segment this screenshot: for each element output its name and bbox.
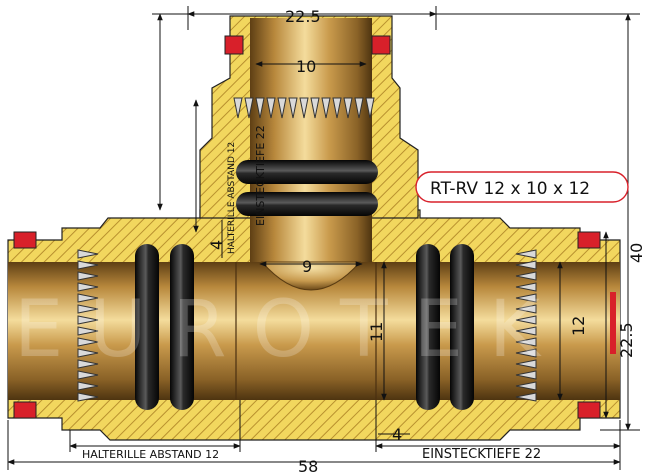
- dim-top-bore: 9: [302, 257, 312, 276]
- dim-height-total: 40: [627, 243, 646, 263]
- claw-tooth-right: [515, 304, 537, 314]
- seal-left-bottom: [13, 401, 37, 419]
- dimension-labels: 22.5 10 9 40 22.5 12 11 4 4 58 EINSTECKT…: [82, 7, 646, 475]
- claw-tooth-left: [77, 249, 99, 259]
- halterille-bottom-label: HALTERILLE ABSTAND 12: [82, 448, 219, 461]
- claw-tooth-left: [77, 348, 99, 358]
- dim-length-total: 58: [298, 457, 318, 475]
- claw-tooth-right: [515, 392, 537, 402]
- seal-right-top: [577, 231, 601, 249]
- o-ring-right-1: [416, 244, 440, 410]
- claw-tooth-top: [365, 97, 375, 119]
- o-ring-top-1: [236, 160, 378, 184]
- dim-top-inner: 10: [296, 57, 316, 76]
- einstecktiefe-top-label: EINSTECKTIEFE 22: [254, 125, 267, 226]
- seal-top-right: [371, 35, 391, 55]
- product-code-badge: RT-RV 12 x 10 x 12: [415, 171, 629, 203]
- bores: [8, 18, 620, 400]
- red-seals: [13, 35, 616, 419]
- claw-tooth-left: [77, 359, 99, 369]
- claw-tooth-left: [77, 326, 99, 336]
- claw-tooth-left: [77, 370, 99, 380]
- claw-tooth-right: [515, 249, 537, 259]
- claw-tooth-right: [515, 260, 537, 270]
- product-code: RT-RV 12 x 10 x 12: [430, 179, 590, 199]
- dim-main-bore: 11: [367, 322, 386, 342]
- seal-top-left: [224, 35, 244, 55]
- claw-tooth-top: [288, 97, 298, 119]
- claw-tooth-top: [266, 97, 276, 119]
- claw-tooth-left: [77, 381, 99, 391]
- claw-tooth-top: [299, 97, 309, 119]
- claw-tooth-right: [515, 326, 537, 336]
- claw-tooth-right: [515, 315, 537, 325]
- claw-tooth-top: [277, 97, 287, 119]
- o-ring-top-2: [236, 192, 378, 216]
- claw-tooth-right: [515, 282, 537, 292]
- dim-side-outer: 22.5: [617, 322, 636, 358]
- claw-tooth-left: [77, 337, 99, 347]
- claw-tooth-left: [77, 293, 99, 303]
- branch-bore: [250, 18, 372, 262]
- claw-tooth-top: [310, 97, 320, 119]
- dim-side-inner: 12: [569, 316, 588, 336]
- dim-wall-top: 4: [207, 240, 226, 250]
- claw-tooth-right: [515, 359, 537, 369]
- einstecktiefe-bottom-label: EINSTECKTIEFE 22: [422, 447, 541, 462]
- claw-tooth-top: [354, 97, 364, 119]
- dim-wall-bottom: 4: [392, 425, 402, 444]
- dim-top-width: 22.5: [285, 7, 321, 26]
- o-rings: [135, 160, 474, 410]
- claw-tooth-right: [515, 337, 537, 347]
- claw-tooth-top: [343, 97, 353, 119]
- claw-tooth-right: [515, 370, 537, 380]
- claw-tooth-left: [77, 392, 99, 402]
- seal-left-top: [13, 231, 37, 249]
- claw-tooth-top: [233, 97, 243, 119]
- watermark: EUROTEK: [14, 285, 566, 375]
- claw-tooth-top: [244, 97, 254, 119]
- claw-tooth-left: [77, 315, 99, 325]
- claw-tooth-right: [515, 381, 537, 391]
- claw-tooth-top: [332, 97, 342, 119]
- claw-tooth-left: [77, 282, 99, 292]
- o-ring-left-2: [170, 244, 194, 410]
- seal-right-bottom: [577, 401, 601, 419]
- dimension-lines: [7, 6, 640, 470]
- product-code-outline: [415, 171, 629, 203]
- claw-tooth-left: [77, 260, 99, 270]
- claw-tooth-top: [321, 97, 331, 119]
- o-ring-left-1: [135, 244, 159, 410]
- claw-tooth-right: [515, 271, 537, 281]
- halterille-top-label: HALTERILLE ABSTAND 12: [227, 142, 237, 254]
- claw-tooth-right: [515, 293, 537, 303]
- claw-tooth-left: [77, 304, 99, 314]
- claw-tooth-top: [255, 97, 265, 119]
- o-ring-right-2: [450, 244, 474, 410]
- seal-right-strip: [610, 292, 616, 354]
- claw-tooth-left: [77, 271, 99, 281]
- retaining-claws: [77, 97, 537, 402]
- claw-tooth-right: [515, 348, 537, 358]
